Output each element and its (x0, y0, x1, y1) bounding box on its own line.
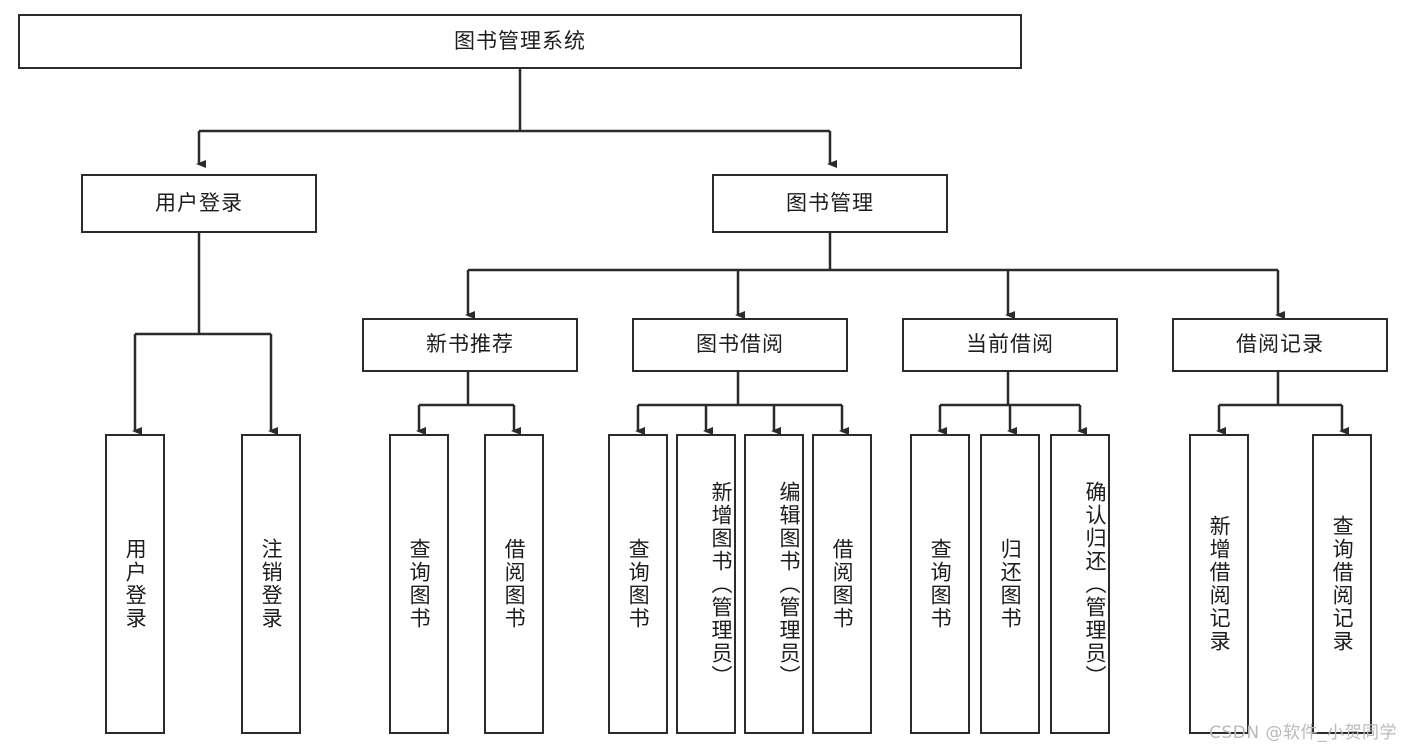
leaf-logout[interactable]: 注销登录 (241, 434, 301, 734)
node-borrow-record[interactable]: 借阅记录 (1172, 318, 1388, 372)
node-root-label: 图书管理系统 (454, 28, 586, 53)
leaf-return-book[interactable]: 归还图书 (980, 434, 1040, 734)
leaf-query-book-1-label: 查询图书 (407, 538, 432, 630)
node-current-borrow-label: 当前借阅 (966, 332, 1054, 357)
leaf-return-book-label: 归还图书 (998, 538, 1023, 630)
leaf-query-record-label: 查询借阅记录 (1330, 515, 1355, 653)
leaf-add-record-label: 新增借阅记录 (1207, 515, 1232, 653)
leaf-query-book-3-label: 查询图书 (928, 538, 953, 630)
leaf-user-login-label: 用户登录 (123, 538, 148, 630)
node-new-book-rec[interactable]: 新书推荐 (362, 318, 578, 372)
leaf-add-book-label: 新增图书（管理员） (709, 480, 733, 688)
leaf-query-book-3[interactable]: 查询图书 (910, 434, 970, 734)
leaf-user-login[interactable]: 用户登录 (105, 434, 165, 734)
node-current-borrow[interactable]: 当前借阅 (902, 318, 1118, 372)
leaf-edit-book[interactable]: 编辑图书（管理员） (744, 434, 804, 734)
leaf-query-book-2-label: 查询图书 (626, 538, 651, 630)
node-user-login[interactable]: 用户登录 (81, 174, 317, 233)
leaf-confirm-return-label: 确认归还（管理员） (1083, 480, 1107, 688)
node-book-borrow-label: 图书借阅 (696, 332, 784, 357)
node-user-login-label: 用户登录 (155, 190, 243, 215)
leaf-confirm-return[interactable]: 确认归还（管理员） (1050, 434, 1110, 734)
node-book-manage[interactable]: 图书管理 (712, 174, 948, 233)
leaf-borrow-book-1-label: 借阅图书 (502, 538, 527, 630)
leaf-query-book-2[interactable]: 查询图书 (608, 434, 668, 734)
leaf-logout-label: 注销登录 (259, 538, 284, 630)
leaf-add-record[interactable]: 新增借阅记录 (1189, 434, 1249, 734)
node-borrow-record-label: 借阅记录 (1236, 332, 1324, 357)
csdn-watermark: CSDN @软件_小贺同学 (1209, 723, 1397, 743)
leaf-query-book-1[interactable]: 查询图书 (389, 434, 449, 734)
leaf-edit-book-label: 编辑图书（管理员） (777, 480, 801, 688)
node-root[interactable]: 图书管理系统 (18, 14, 1022, 69)
node-new-book-rec-label: 新书推荐 (426, 332, 514, 357)
leaf-borrow-book-2-label: 借阅图书 (830, 538, 855, 630)
leaf-borrow-book-2[interactable]: 借阅图书 (812, 434, 872, 734)
leaf-query-record[interactable]: 查询借阅记录 (1312, 434, 1372, 734)
leaf-borrow-book-1[interactable]: 借阅图书 (484, 434, 544, 734)
node-book-manage-label: 图书管理 (786, 190, 874, 215)
node-book-borrow[interactable]: 图书借阅 (632, 318, 848, 372)
leaf-add-book[interactable]: 新增图书（管理员） (676, 434, 736, 734)
